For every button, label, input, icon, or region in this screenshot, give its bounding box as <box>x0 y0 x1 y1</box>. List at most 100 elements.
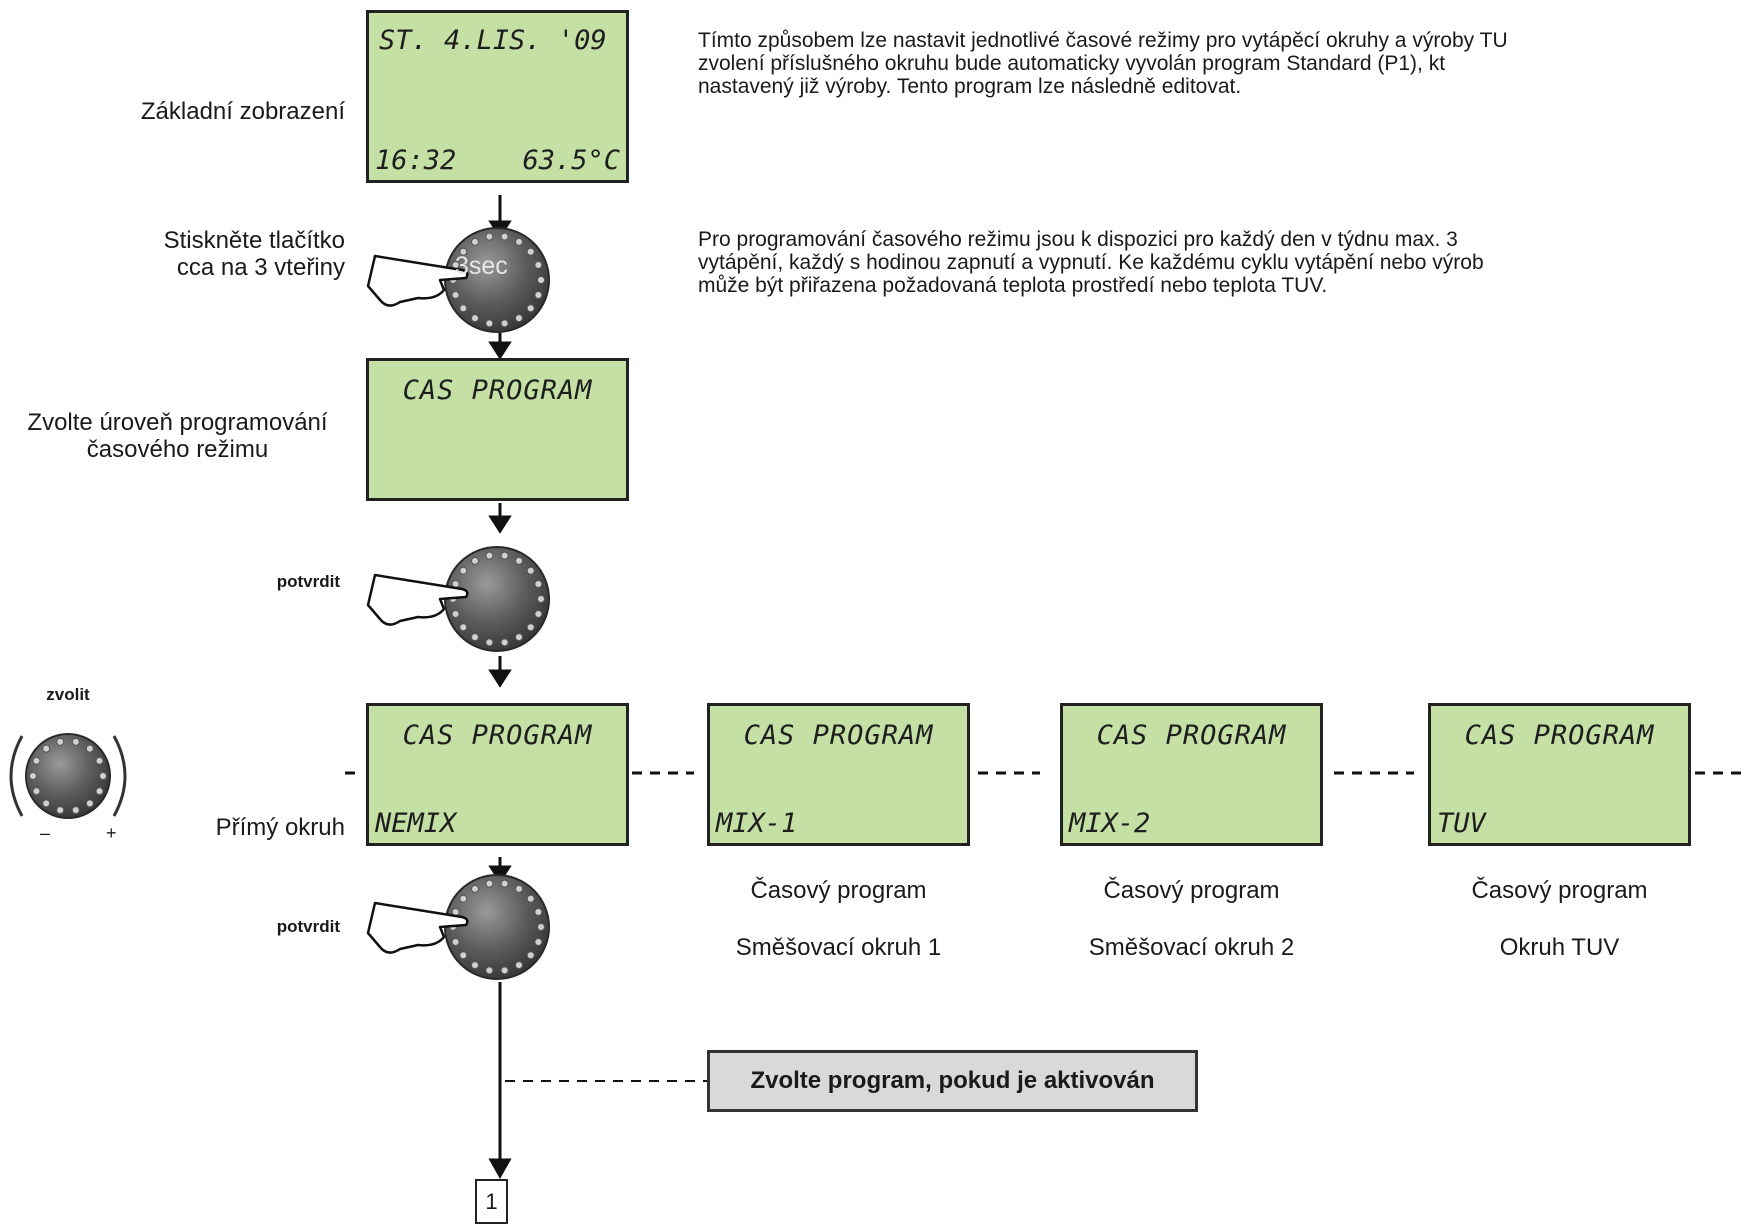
knob-stud <box>459 566 468 575</box>
lcd-circuit-code: TUV <box>1437 808 1486 839</box>
knob-stud <box>71 737 80 746</box>
label-select-level-line2: časového režimu <box>86 436 269 463</box>
knob-stud <box>534 260 543 269</box>
knob-stud <box>515 314 523 323</box>
knob-stud <box>485 638 494 647</box>
knob-stud <box>534 938 543 947</box>
knob-stud <box>515 237 523 246</box>
arrow-down-icon <box>488 515 512 534</box>
lcd-circuit-code: NEMIX <box>375 808 457 839</box>
knob-stud <box>526 566 535 575</box>
intro-line: nastavený již výroby. Tento program lze … <box>698 75 1242 98</box>
knob-stud <box>459 623 468 632</box>
knob-stud <box>515 884 523 893</box>
knob-stud <box>471 633 479 642</box>
knob-stud <box>534 907 543 916</box>
knob-rotary-select[interactable] <box>9 733 127 819</box>
knob-stud <box>537 276 545 284</box>
caption-mix1-line2: Směšovací okruh 1 <box>735 934 942 961</box>
rotate-right-icon <box>112 735 127 817</box>
knob-stud <box>534 610 543 619</box>
intro-line: zvolení příslušného okruhu bude automati… <box>698 52 1446 75</box>
caption-tuv-line2: Okruh TUV <box>1499 934 1620 961</box>
label-select-level-line1: Zvolte úroveň programování <box>27 409 328 436</box>
knob-stud <box>534 579 543 588</box>
intro-line: Pro programování časového režimu jsou k … <box>698 228 1458 251</box>
knob-stud <box>56 806 65 815</box>
caption-mix1-line1: Časový program <box>750 877 927 904</box>
intro-paragraph-1: Tímto způsobem lze nastavit jednotlivé č… <box>698 29 1745 98</box>
knob-stud <box>56 737 65 746</box>
knob-stud <box>99 772 107 780</box>
pointing-hand-icon <box>366 573 469 626</box>
knob-stud <box>459 247 468 256</box>
pointing-hand-icon <box>366 901 469 954</box>
select-program-box: Zvolte program, pokud je aktivován <box>707 1050 1198 1112</box>
knob-stud <box>526 247 535 256</box>
caption-mix2-line1: Časový program <box>1103 877 1280 904</box>
knob-stud <box>515 633 523 642</box>
knob-stud <box>485 232 494 241</box>
plus-sign: + <box>106 823 117 843</box>
knob-stud <box>71 806 80 815</box>
knob-stud <box>32 787 41 796</box>
knob-stud <box>485 319 494 328</box>
label-choose: zvolit <box>46 685 90 704</box>
knob-stud <box>500 232 509 241</box>
knob-stud <box>471 884 479 893</box>
caption-mix2-line2: Směšovací okruh 2 <box>1088 934 1295 961</box>
lcd-circuit-nemix[interactable]: CAS PROGRAM NEMIX <box>366 703 629 846</box>
knob-stud <box>537 923 545 931</box>
lcd-circuit-code: MIX-1 <box>716 808 798 839</box>
knob-stud <box>95 756 104 765</box>
lcd-basic-display: ST. 4.LIS. '09 16:32 63.5°C <box>366 10 629 183</box>
continue-marker: 1 <box>475 1179 508 1224</box>
knob-stud <box>29 772 37 780</box>
label-basic-display: Základní zobrazení <box>140 98 345 125</box>
knob-stud <box>515 961 523 970</box>
knob-stud <box>85 744 94 753</box>
knob-stud <box>500 966 509 975</box>
intro-paragraph-2: Pro programování časového režimu jsou k … <box>698 228 1745 297</box>
knob-stud <box>485 879 494 888</box>
lcd-circuit-mix2[interactable]: CAS PROGRAM MIX-2 <box>1060 703 1323 846</box>
knob-stud <box>485 966 494 975</box>
knob-stud <box>459 894 468 903</box>
knob-stud <box>534 291 543 300</box>
knob-stud <box>500 879 509 888</box>
knob-button-confirm[interactable] <box>444 546 550 652</box>
knob-stud <box>526 623 535 632</box>
lcd-circuit-tuv[interactable]: CAS PROGRAM TUV <box>1428 703 1691 846</box>
knob-stud <box>500 638 509 647</box>
knob-stud <box>451 938 460 947</box>
knob-stud <box>500 319 509 328</box>
knob-stud <box>526 951 535 960</box>
label-press-line1: Stiskněte tlačítko <box>163 227 345 254</box>
lcd-time-program: CAS PROGRAM <box>366 358 629 501</box>
knob-stud <box>471 314 479 323</box>
lcd-circuit-mix1[interactable]: CAS PROGRAM MIX-1 <box>707 703 970 846</box>
knob-stud <box>85 799 94 808</box>
minus-sign: – <box>40 823 51 843</box>
knob-stud <box>451 610 460 619</box>
intro-line: vytápění, každý s hodinou zapnutí a vypn… <box>698 251 1484 274</box>
knob-stud <box>95 787 104 796</box>
knob-stud <box>526 304 535 313</box>
knob-button-confirm-2[interactable] <box>444 874 550 980</box>
arrow-down-icon <box>488 341 512 360</box>
knob-stud <box>515 556 523 565</box>
arrow-down-icon <box>488 865 512 884</box>
lcd-circuit-code: MIX-2 <box>1069 808 1151 839</box>
knob-stud <box>42 799 51 808</box>
label-confirm: potvrdit <box>276 572 340 591</box>
lcd-date: ST. 4.LIS. '09 <box>379 25 607 56</box>
arrow-down-icon <box>488 669 512 688</box>
knob-stud <box>485 551 494 560</box>
lcd-circuit-title: CAS PROGRAM <box>743 720 934 751</box>
lcd-program-title: CAS PROGRAM <box>402 375 593 406</box>
pointing-hand-icon <box>366 254 469 307</box>
label-press-line2: cca na 3 vteřiny <box>176 254 345 281</box>
knob-stud <box>500 551 509 560</box>
knob-stud <box>32 756 41 765</box>
